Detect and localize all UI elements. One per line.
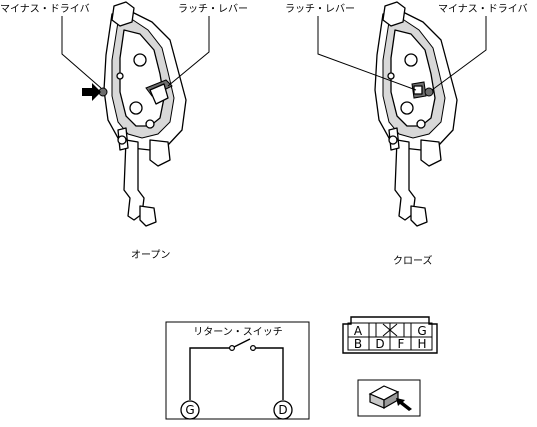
left-pedal-assembly <box>98 1 187 227</box>
pin-d: D <box>375 337 384 351</box>
terminal-g-label: G <box>185 403 194 417</box>
left-latch-lever-label: ラッチ・レバー <box>178 3 248 15</box>
pin-a: A <box>354 324 363 338</box>
right-latch-lever-label: ラッチ・レバー <box>285 3 355 15</box>
switch-label: リターン・スイッチ <box>193 326 283 338</box>
right-caption-closed: クローズ <box>393 254 433 267</box>
connector-face: A G B D F H <box>342 316 438 354</box>
pin-b: B <box>354 337 362 351</box>
insert-arrow-icon <box>82 83 101 101</box>
left-screwdriver-leader <box>61 16 102 89</box>
right-latch-leader <box>317 16 417 91</box>
pin-h: H <box>417 337 426 351</box>
right-screwdriver-tip <box>424 87 434 97</box>
terminal-g <box>180 400 200 420</box>
circuit-frame <box>165 321 310 420</box>
terminal-d-label: D <box>278 403 287 417</box>
connector-view-icon <box>357 379 421 417</box>
view-direction-arrow-icon <box>396 398 412 411</box>
terminal-d <box>273 400 293 420</box>
return-switch-circuit: G D リターン・スイッチ <box>165 321 310 420</box>
switch-contact-right <box>250 345 257 352</box>
pin-g: G <box>417 324 426 338</box>
right-pedal-assembly <box>374 1 458 227</box>
switch-contact-left <box>229 345 236 352</box>
left-caption-open: オープン <box>131 249 170 261</box>
left-latch-leader <box>167 16 210 87</box>
switch-blade <box>233 338 251 348</box>
right-screwdriver-leader <box>431 16 487 91</box>
left-screwdriver-label: マイナス・ドライバ <box>0 3 90 15</box>
pin-f: F <box>398 337 405 351</box>
right-screwdriver-label: マイナス・ドライバ <box>438 3 528 15</box>
